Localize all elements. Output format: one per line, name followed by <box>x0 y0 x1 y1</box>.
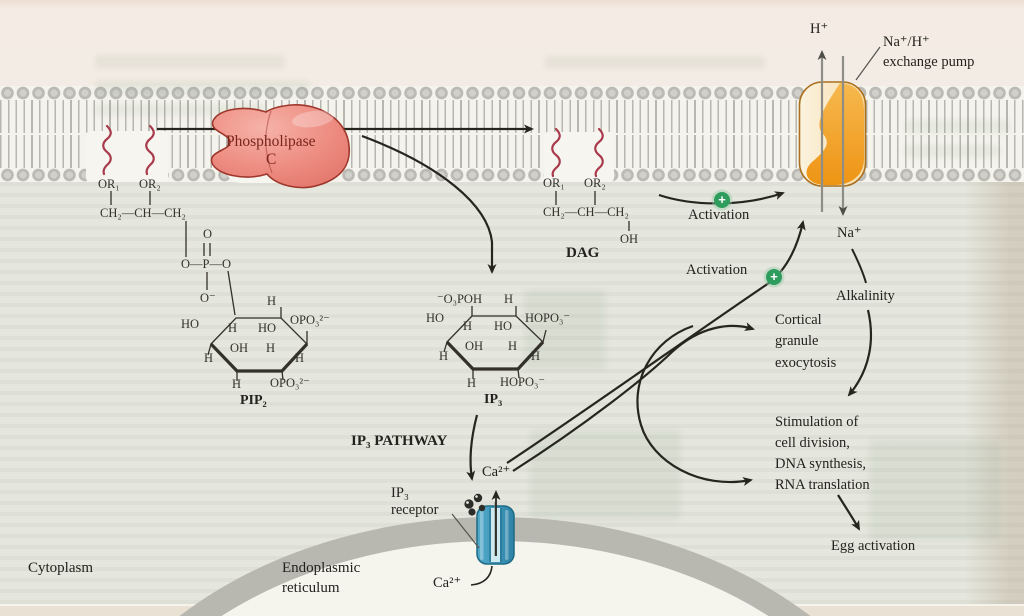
phospholipase-c-label: Phospholipase <box>226 133 316 150</box>
stimulation-line1: Stimulation of <box>775 414 859 430</box>
arrow-ip3-to-receptor <box>466 414 479 481</box>
alkalinity-label: Alkalinity <box>836 288 895 304</box>
pip2-h-inner-br: H <box>266 341 276 355</box>
pip2-or2: OR₂ <box>139 177 161 191</box>
stimulation-line4: RNA translation <box>775 477 870 493</box>
pip2-phosphate-bridge: O—P—O <box>181 257 232 271</box>
bleed-through-artifact <box>870 440 1000 540</box>
pip2-phosphate-o-minus: O⁻ <box>200 291 216 305</box>
pip2-h-outer-right: H <box>295 351 305 365</box>
bleed-through-artifact <box>530 430 680 520</box>
er-label-line2: reticulum <box>282 580 340 596</box>
activation-label-2: Activation <box>686 262 748 278</box>
ca-store-label: Ca²⁺ <box>433 575 462 591</box>
pip2-h-inner-tl: H <box>228 321 238 335</box>
pip2-ho-left: HO <box>181 317 200 331</box>
arrow-ca-to-cortical-granule <box>512 322 755 472</box>
dag-or1: OR₁ <box>543 176 565 190</box>
ip3-receptor-label-line2: receptor <box>391 502 439 518</box>
pip2-h-below: H <box>232 377 242 391</box>
connector-na-to-alkalinity <box>851 248 867 284</box>
stimulation-line3: DNA synthesis, <box>775 456 867 472</box>
extracellular-region <box>0 0 1024 86</box>
stimulation-line2: cell division, <box>775 435 850 451</box>
cortical-granule-line2: granule <box>775 333 819 349</box>
activation-plus-icon: + <box>766 269 782 285</box>
cortical-granule-line1: Cortical <box>775 312 822 328</box>
pip2-h-top: H <box>267 294 277 308</box>
bleed-through-artifact <box>95 55 285 69</box>
cytoplasm-label: Cytoplasm <box>28 560 94 576</box>
ip3-hopo3-right: HOPO₃⁻ <box>525 311 570 325</box>
dag-oh: OH <box>620 232 639 246</box>
ip3-oh-inner-bl: OH <box>465 339 484 353</box>
ip3-ho-inner-tr: HO <box>494 319 513 333</box>
pump-label-line1: Na⁺/H⁺ <box>883 34 930 50</box>
phospholipase-c-label-line2: C <box>266 151 277 168</box>
bleed-through-artifact <box>905 120 1010 133</box>
pip2-h-outer-left: H <box>204 351 214 365</box>
arrow-plc-to-ip3 <box>361 134 497 274</box>
ca-released-label: Ca²⁺ <box>482 464 511 480</box>
h-ion-label: H⁺ <box>810 21 829 37</box>
arrow-alkalinity-to-stimulation <box>847 309 873 397</box>
ip3-ho-left: HO <box>426 311 445 325</box>
ip3-h-outer-left: H <box>439 349 449 363</box>
cytoplasm-region <box>0 182 1024 616</box>
ip3-h-inner-tl: H <box>463 319 473 333</box>
fatty-acid-squiggles <box>102 124 604 178</box>
pip2-glycerol-chain: CH₂—CH—CH₂ <box>100 206 186 220</box>
bleed-through-artifact <box>545 56 765 69</box>
phospholipase-c-enzyme <box>210 104 351 189</box>
ip3-h-outer-right: H <box>531 349 541 363</box>
pip2-phosphate-o: O <box>203 227 213 241</box>
ip3-phosphate-top: ⁻O₃POH <box>437 292 482 306</box>
pump-label-pointer <box>855 46 881 81</box>
pip2-oh-inner-bl: OH <box>230 341 249 355</box>
pip2-opo3-below: OPO₃²⁻ <box>270 376 310 390</box>
ca-store-connector <box>470 565 493 586</box>
na-h-exchange-pump <box>798 81 867 187</box>
arrow-to-egg-activation <box>837 494 860 531</box>
pump-label-line2: exchange pump <box>883 54 975 70</box>
ip3-hopo3-below: HOPO₃⁻ <box>500 375 545 389</box>
ip3-h-inner-br: H <box>508 339 518 353</box>
ip3-h-top: H <box>504 292 514 306</box>
bleed-through-artifact <box>905 145 1000 157</box>
arrow-loop-to-stimulation <box>636 324 753 486</box>
dag-or2: OR₂ <box>584 176 606 190</box>
activation-label-1: Activation <box>688 207 750 223</box>
pip2-ho-inner-tr: HO <box>258 321 277 335</box>
er-label-line1: Endoplasmic <box>282 560 361 576</box>
lipid-heads-outer <box>0 86 1024 100</box>
ip3-pathway-title: IP₃ PATHWAY <box>351 433 448 449</box>
activation-plus-icon: + <box>714 192 730 208</box>
arrow-ca-activation-to-pump <box>506 220 806 464</box>
ip3-h-below: H <box>467 376 477 390</box>
bleed-through-artifact <box>525 290 605 370</box>
receptor-label-pointer <box>451 513 480 549</box>
bleed-through-artifact <box>95 80 310 93</box>
na-ion-label: Na⁺ <box>837 225 862 241</box>
ip3-structure-bonds <box>443 306 547 379</box>
dag-structure-bonds <box>555 191 630 231</box>
pip2-structure-bonds <box>110 191 309 381</box>
ip3-receptor-label-line1: IP₃ <box>391 485 409 501</box>
cortical-granule-line3: exocytosis <box>775 355 837 371</box>
ip3-molecule-balls <box>464 493 486 516</box>
pip2-name: PIP₂ <box>240 393 267 408</box>
dag-name: DAG <box>566 245 600 261</box>
pip2-or1: OR₁ <box>98 177 120 191</box>
ip3-name: IP₃ <box>484 392 503 407</box>
pip2-opo3-right: OPO₃²⁻ <box>290 313 330 327</box>
egg-activation-label: Egg activation <box>831 538 916 554</box>
dag-glycerol-chain: CH₂—CH—CH₂ <box>543 205 629 219</box>
